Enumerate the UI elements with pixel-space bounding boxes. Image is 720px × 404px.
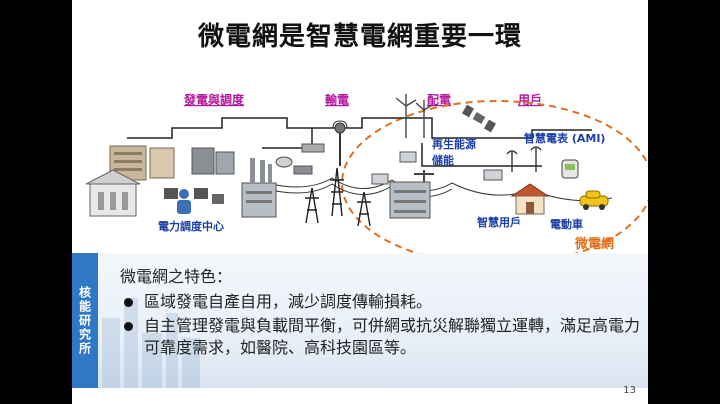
satellite-icon (462, 104, 496, 133)
list-item: 自主管理發電與負載間平衡，可併網或抗災解聯獨立運轉，滿足高電力可靠度需求，如醫院… (120, 315, 640, 359)
label-smart-meter: 智慧電表 (AMI) (524, 131, 605, 145)
feature-text: 區域發電自產自用，減少調度傳輸損耗。 (144, 292, 433, 311)
server-rack-icon (191, 147, 235, 175)
smart-grid-diagram: 發電與調度 輸電 配電 用戶 (85, 92, 648, 258)
house-icon (510, 183, 550, 215)
electric-car-icon (579, 190, 609, 210)
substation-icon (389, 170, 434, 219)
energy-storage-icon (371, 151, 503, 185)
section-label-distribution: 配電 (427, 92, 451, 107)
section-label-customer: 用戶 (517, 92, 542, 107)
wind-turbine-icons (395, 94, 433, 138)
slide: 微電網是智慧電網重要一環 發電與調度 輸電 配電 用戶 (72, 0, 648, 404)
operator-workstation-icon (164, 188, 224, 214)
features-list: 區域發電自產自用，減少調度傳輸損耗。 自主管理發電與負載間平衡，可併網或抗災解聯… (120, 291, 640, 359)
bullet-icon (124, 298, 133, 307)
label-storage: 儲能 (431, 153, 454, 167)
transmission-tower-icons (305, 167, 371, 227)
label-smart-customer: 智慧用戶 (477, 215, 521, 229)
satellite-dish-icon (275, 156, 313, 175)
list-item: 區域發電自產自用，減少調度傳輸損耗。 (120, 291, 640, 313)
generation-plant-icon (109, 145, 175, 181)
control-center-building-icon (85, 169, 141, 217)
label-ev: 電動車 (550, 217, 583, 231)
label-renewable: 再生能源 (432, 137, 476, 151)
power-plant-icon (241, 158, 277, 218)
smart-meter-icon (561, 159, 579, 179)
network-router-icon (301, 143, 325, 153)
section-label-generation: 發電與調度 (183, 92, 245, 107)
page-number: 13 (623, 385, 636, 396)
label-microgrid: 微電網 (574, 236, 614, 252)
section-label-transmission: 輸電 (325, 92, 349, 107)
institute-side-tag: 核能研究所 (72, 253, 98, 388)
bullet-icon (124, 322, 133, 331)
communication-antenna-icon (332, 120, 348, 166)
features-panel (72, 253, 648, 388)
network-lines (127, 117, 592, 167)
city-skyline-decoration (102, 298, 200, 388)
slide-title: 微電網是智慧電網重要一環 (197, 22, 522, 52)
feature-text: 自主管理發電與負載間平衡，可併網或抗災解聯獨立運轉，滿足高電力可靠度需求，如醫院… (144, 316, 641, 357)
wireless-antenna-icons (506, 146, 542, 172)
label-control-center: 電力調度中心 (158, 219, 224, 233)
features-block: 微電網之特色： 區域發電自產自用，減少調度傳輸損耗。 自主管理發電與負載間平衡，… (120, 263, 640, 361)
power-lines (266, 177, 613, 202)
features-heading: 微電網之特色： (120, 267, 233, 286)
